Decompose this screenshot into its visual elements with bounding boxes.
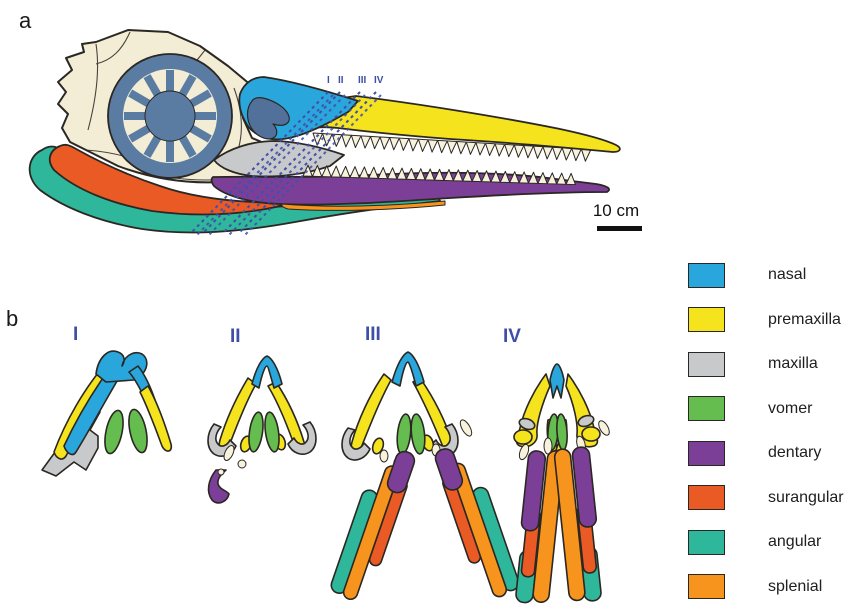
legend-item-angular: angular [688, 529, 848, 555]
iv-tooth-fragment [597, 419, 612, 437]
iii-right-mandible-ramus [432, 440, 521, 602]
legend-swatch-vomer [688, 396, 725, 421]
iv-left-splenial [532, 450, 564, 603]
cross-section-i [42, 351, 171, 476]
legend: nasal premaxilla maxilla vomer dentary s… [688, 262, 848, 606]
ii-maxilla-right [288, 422, 316, 454]
scale-bar [597, 226, 642, 231]
ii-tooth-fragment [218, 469, 224, 475]
splenial-sliver [282, 201, 445, 210]
cross-section-label-iii: III [365, 324, 381, 345]
legend-item-surangular: surangular [688, 485, 848, 511]
legend-label-angular: angular [768, 533, 822, 550]
skull-lateral-view [30, 30, 620, 235]
iii-vomer-left [395, 413, 412, 454]
legend-swatch-dentary [688, 440, 725, 466]
i-vomer-left [102, 409, 127, 455]
section-line-label-iii: III [358, 75, 367, 86]
legend-item-splenial: splenial [688, 574, 848, 600]
iii-vomer-right [409, 413, 426, 454]
lower-teeth-row [303, 165, 576, 185]
legend-swatch-nasal [688, 262, 725, 288]
ii-dentary-fragment [209, 470, 229, 503]
legend-swatch-premaxilla [688, 307, 725, 332]
iv-left-mandible-ramus [513, 448, 564, 605]
upper-teeth-row [312, 133, 591, 161]
scale-bar-label: 10 cm [592, 201, 640, 220]
legend-item-vomer: vomer [688, 396, 848, 422]
iv-tooth-fragment [518, 443, 531, 461]
iv-right-dentary [572, 446, 597, 527]
iii-right-dentary [433, 446, 465, 492]
iv-premaxilla-foot-right [582, 427, 600, 441]
legend-label-premaxilla: premaxilla [768, 310, 841, 328]
iii-tooth-fragment [380, 450, 388, 462]
legend-label-maxilla: maxilla [768, 355, 818, 372]
cross-section-label-ii: II [230, 326, 241, 347]
section-line-label-ii: II [338, 75, 344, 86]
iii-tooth-fragment [458, 418, 474, 438]
legend-swatch-surangular [688, 485, 725, 510]
iv-right-mandible-ramus [554, 446, 605, 603]
legend-label-surangular: surangular [768, 488, 844, 506]
cross-section-label-iv: IV [503, 326, 521, 347]
legend-item-maxilla: maxilla [688, 351, 848, 377]
iii-maxilla-left [342, 428, 370, 460]
legend-label-nasal: nasal [768, 266, 807, 283]
iii-left-mandible-ramus [328, 443, 417, 605]
iv-premaxilla-foot-left [514, 430, 532, 444]
legend-swatch-angular [688, 529, 725, 555]
iii-left-dentary [385, 449, 417, 495]
iv-tooth-fragment [544, 438, 552, 454]
sclerotic-ring [108, 54, 232, 178]
cross-section-iii [328, 352, 521, 605]
ii-tooth-fragment [238, 460, 246, 468]
section-line-label-i: I [327, 75, 330, 86]
ii-vomer-left [247, 411, 265, 452]
ii-nasal-apex [252, 356, 282, 388]
legend-item-dentary: dentary [688, 440, 848, 466]
iv-left-dentary [521, 450, 546, 531]
cross-section-label-i: I [73, 324, 79, 345]
legend-item-premaxilla: premaxilla [688, 307, 848, 333]
iv-nasal-apex [550, 364, 564, 398]
iv-maxilla-left [518, 417, 536, 432]
i-right-premaxilla [140, 386, 171, 451]
cross-section-iv [513, 364, 611, 605]
legend-swatch-maxilla [688, 351, 725, 377]
cross-sections [42, 351, 611, 605]
legend-swatch-splenial [688, 574, 725, 599]
iii-nasal-apex [392, 352, 424, 386]
legend-label-vomer: vomer [768, 399, 813, 417]
legend-label-dentary: dentary [768, 444, 822, 461]
naris-opening [248, 98, 290, 139]
cross-section-ii [208, 356, 316, 503]
surangular-bone [50, 145, 288, 215]
ii-vomer-right [263, 411, 281, 452]
legend-label-splenial: splenial [768, 577, 823, 595]
iv-maxilla-right [577, 414, 595, 429]
ii-tooth-fragment [222, 444, 236, 462]
sclerotic-hub [145, 91, 195, 141]
i-vomer-right [126, 408, 151, 454]
iv-right-splenial [554, 448, 586, 601]
iii-premaxilla-foot-left [371, 437, 385, 455]
panel-a-label: a [19, 8, 32, 33]
legend-item-nasal: nasal [688, 262, 848, 288]
sclerotic-spokes [124, 70, 216, 162]
panel-b-label: b [6, 306, 19, 331]
section-line-label-iv: IV [374, 75, 384, 86]
iii-left-premaxilla [351, 374, 391, 452]
